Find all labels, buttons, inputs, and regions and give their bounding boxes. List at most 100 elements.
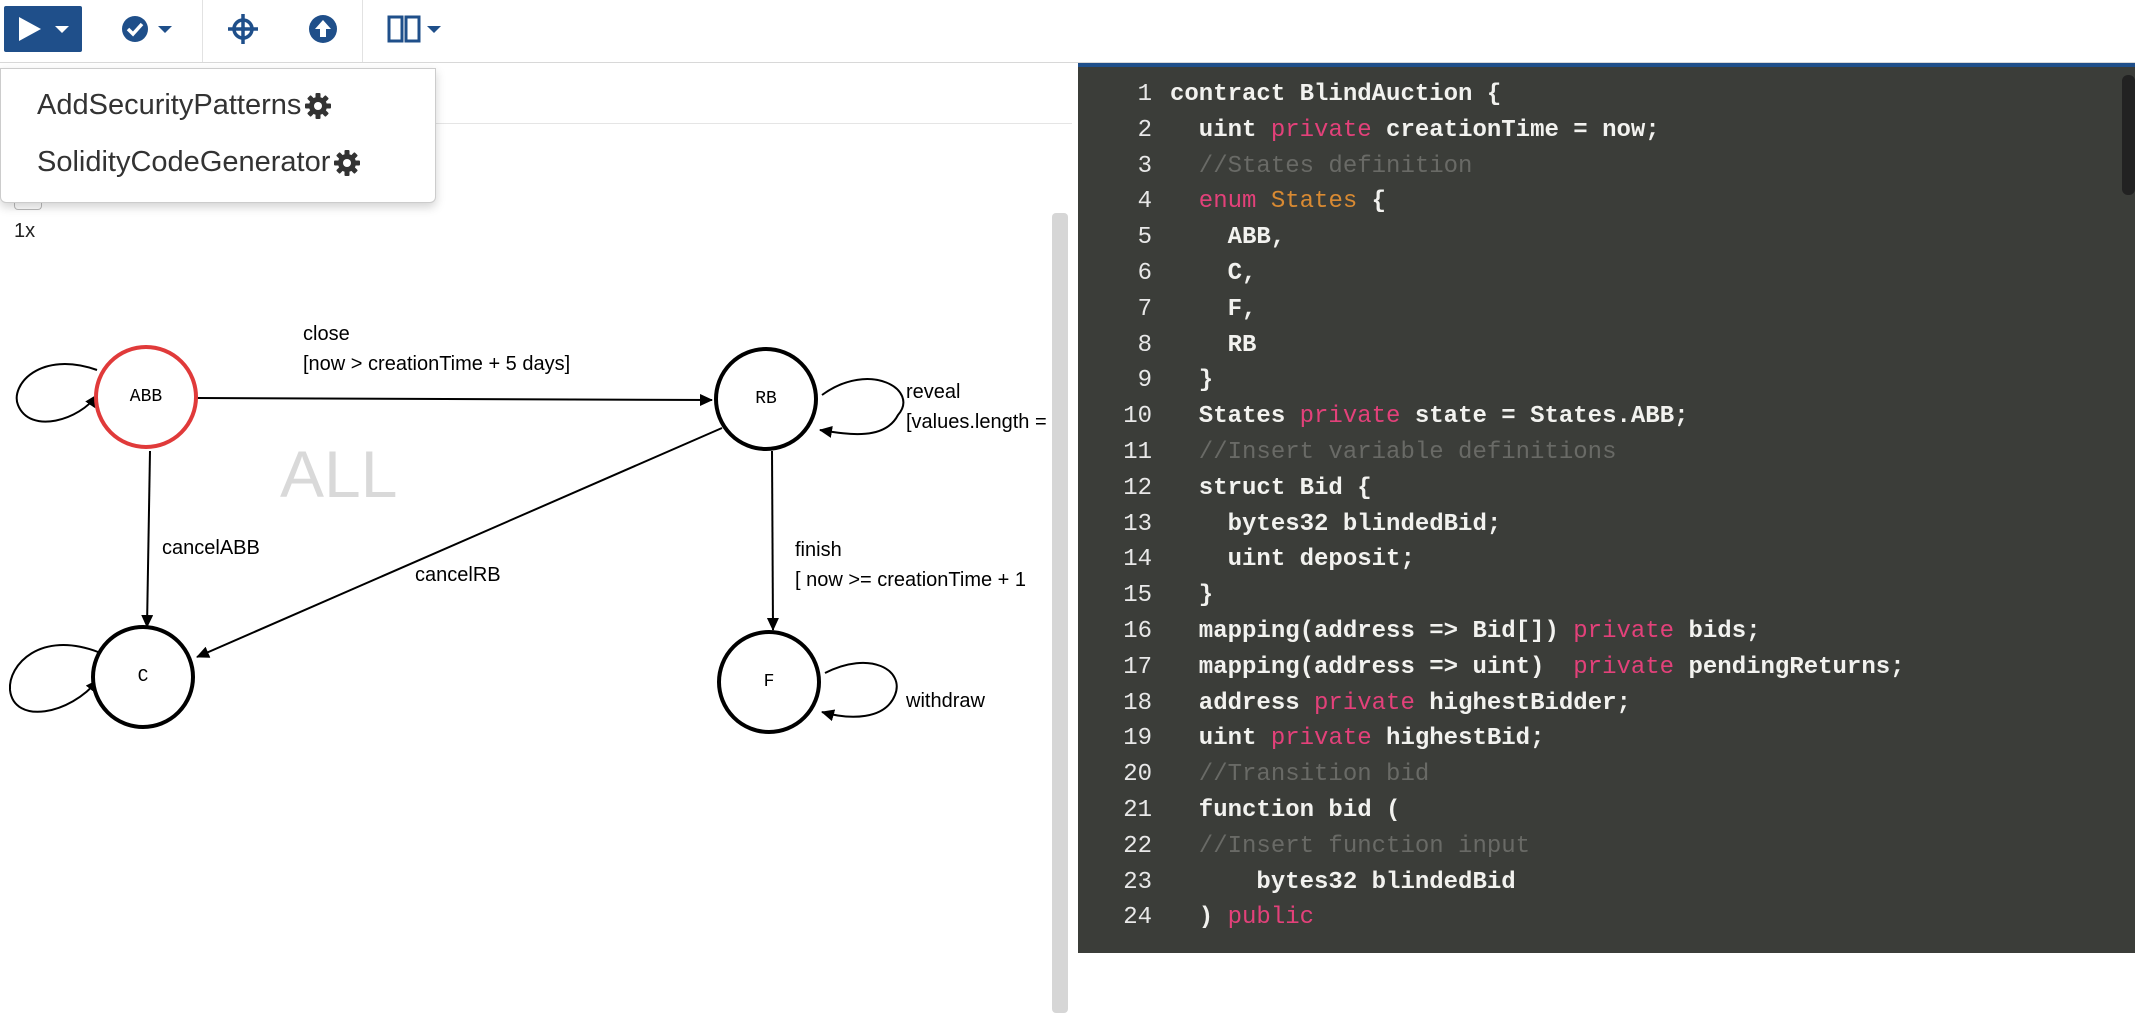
code-text: ) public <box>1170 904 1315 932</box>
code-text: RB <box>1170 331 1257 359</box>
line-number: 6 <box>1137 260 1152 287</box>
line-number: 14 <box>1123 546 1152 574</box>
transition-finish[interactable] <box>766 450 779 631</box>
center-button[interactable] <box>222 6 264 52</box>
svg-text:C: C <box>138 667 149 687</box>
play-icon <box>19 17 41 41</box>
check-circle-icon <box>122 16 148 42</box>
code-text: F, <box>1170 295 1257 323</box>
code-text: address private highestBidder; <box>1170 689 1631 717</box>
state-f[interactable]: F <box>717 630 821 734</box>
code-text: function bid ( <box>1170 797 1401 824</box>
code-text: bytes32 blindedBid <box>1170 868 1516 896</box>
code-text: //Insert function input <box>1170 832 1531 860</box>
line-number: 19 <box>1123 725 1152 753</box>
diagram-watermark: ALL <box>280 437 398 511</box>
line-number: 4 <box>1137 188 1152 216</box>
code-text: //States definition <box>1170 152 1473 180</box>
state-rb[interactable]: RB <box>714 347 818 451</box>
line-number: 10 <box>1123 403 1152 431</box>
line-number: 3 <box>1137 152 1152 180</box>
menu-item-add-security-patterns[interactable]: AddSecurityPatterns <box>37 89 333 122</box>
transition-close[interactable] <box>196 393 713 406</box>
toolbar-separator <box>362 0 363 62</box>
code-text: bytes32 blindedBid; <box>1170 510 1502 538</box>
code-text: struct Bid { <box>1170 474 1372 502</box>
code-text: mapping(address => Bid[]) private bids; <box>1170 618 1761 645</box>
line-number: 1 <box>1137 81 1152 108</box>
editor-scrollbar[interactable] <box>2122 75 2135 195</box>
label-close: close <box>303 323 350 345</box>
code-text: uint deposit; <box>1170 546 1415 574</box>
code-text: contract BlindAuction { <box>1170 81 1502 108</box>
line-number: 21 <box>1123 797 1152 824</box>
line-number: 18 <box>1123 689 1152 717</box>
code-text: //Transition bid <box>1170 761 1430 789</box>
code-text: C, <box>1170 260 1257 287</box>
code-text: } <box>1170 582 1214 610</box>
chevron-down-icon <box>427 26 441 33</box>
line-number: 23 <box>1123 868 1152 896</box>
toolbar <box>0 0 2135 63</box>
self-loop-f[interactable] <box>821 662 898 722</box>
line-number: 13 <box>1123 510 1152 538</box>
line-number: 8 <box>1137 331 1152 359</box>
code-text: ABB, <box>1170 224 1286 252</box>
code-text: States private state = States.ABB; <box>1170 403 1689 431</box>
label-reveal: reveal <box>906 381 960 403</box>
line-number: 2 <box>1137 116 1152 144</box>
code-text: enum States { <box>1170 188 1387 216</box>
svg-text:F: F <box>764 672 775 692</box>
menu-item-solidity-code-generator[interactable]: SolidityCodeGenerator <box>37 146 362 179</box>
line-number: 9 <box>1137 367 1152 395</box>
code-text: mapping(address => uint) private pending… <box>1170 653 1905 681</box>
label-close-guard: [now > creationTime + 5 days] <box>303 353 570 375</box>
diagram-scrollbar[interactable] <box>1052 213 1068 1013</box>
label-cancelRB: cancelRB <box>415 564 501 586</box>
diagram-panel <box>0 63 1072 1013</box>
svg-text:ABB: ABB <box>130 387 163 407</box>
code-text: uint private highestBid; <box>1170 725 1545 753</box>
toolbar-separator <box>202 0 203 62</box>
menu-item-label: AddSecurityPatterns <box>37 89 302 121</box>
line-number: 5 <box>1137 224 1152 252</box>
upload-button[interactable] <box>302 6 344 52</box>
columns-icon <box>387 15 421 43</box>
chevron-down-icon <box>55 26 69 33</box>
crosshair-icon <box>228 14 258 44</box>
label-withdraw: withdraw <box>905 690 985 712</box>
state-diagram: ABB RB C F close [now > creationTime + 5… <box>8 323 1047 734</box>
gear-icon[interactable] <box>332 148 362 178</box>
zoom-level: 1x <box>14 220 36 242</box>
line-number: 12 <box>1123 474 1152 502</box>
line-number: 17 <box>1123 653 1152 681</box>
validate-button[interactable] <box>112 6 182 52</box>
transition-cancelRB[interactable] <box>196 427 723 658</box>
label-cancelABB: cancelABB <box>162 537 260 559</box>
self-loop-rb[interactable] <box>819 378 905 438</box>
run-dropdown-menu: AddSecurityPatterns SolidityCodeGenerato… <box>0 68 436 203</box>
run-button[interactable] <box>4 6 82 52</box>
label-finish-guard: [ now >= creationTime + 1 <box>795 569 1026 591</box>
code-text: } <box>1170 367 1214 395</box>
line-number: 22 <box>1123 832 1152 860</box>
label-reveal-guard: [values.length = <box>906 411 1047 433</box>
panel-splitter[interactable] <box>1072 63 1078 949</box>
code-text: //Insert variable definitions <box>1170 439 1617 466</box>
state-c[interactable]: C <box>91 625 195 729</box>
diagram-panel-header <box>0 63 1072 124</box>
state-abb[interactable]: ABB <box>94 345 198 449</box>
self-loop-abb[interactable] <box>15 363 98 423</box>
label-finish: finish <box>795 539 842 561</box>
transition-cancelABB[interactable] <box>141 450 154 628</box>
chevron-down-icon <box>158 26 172 33</box>
menu-item-label: SolidityCodeGenerator <box>37 146 331 178</box>
svg-text:RB: RB <box>755 389 777 409</box>
line-number: 15 <box>1123 582 1152 610</box>
gear-icon[interactable] <box>303 91 333 121</box>
layout-button[interactable] <box>384 6 446 52</box>
line-number: 16 <box>1123 618 1152 645</box>
self-loop-c[interactable] <box>8 644 99 713</box>
line-number: 24 <box>1123 904 1152 932</box>
